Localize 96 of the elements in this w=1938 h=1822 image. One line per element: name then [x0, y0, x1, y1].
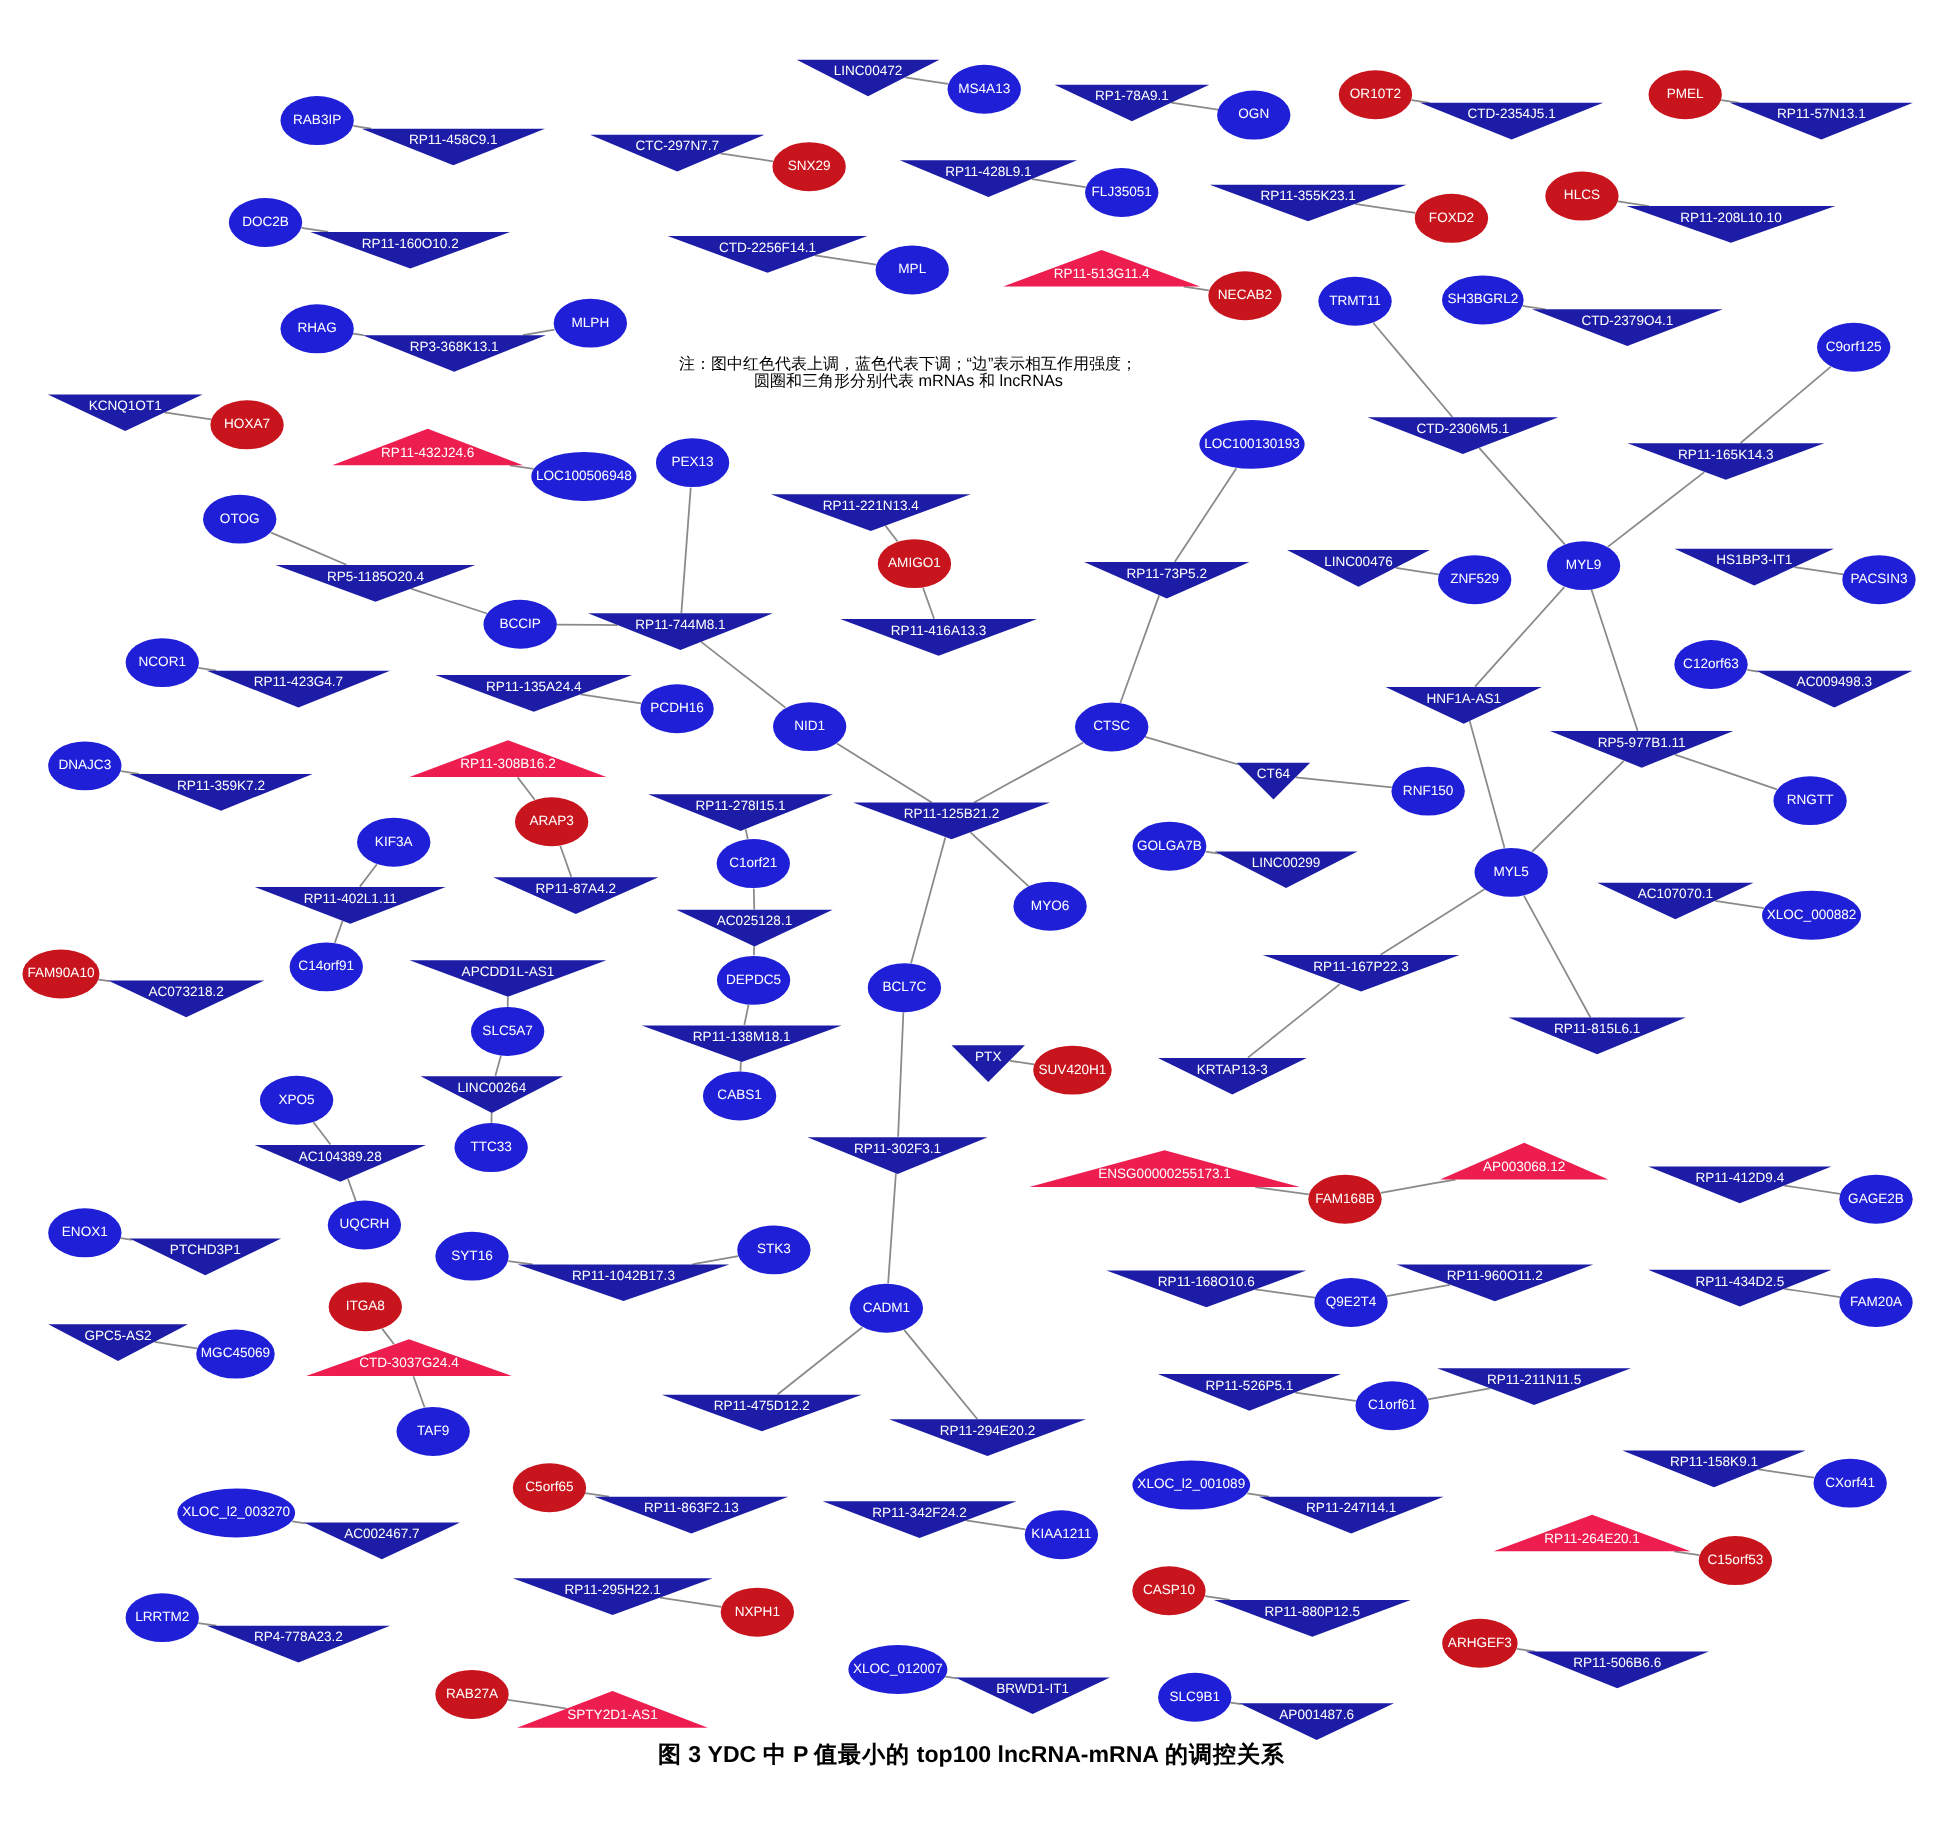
- connector: [752, 886, 756, 910]
- connector: [965, 1518, 1027, 1530]
- connector: [1294, 775, 1393, 788]
- connector: [556, 622, 619, 625]
- connector: [973, 740, 1085, 803]
- connector: [197, 666, 218, 671]
- connector: [1739, 364, 1832, 443]
- connector: [1757, 1467, 1815, 1478]
- connector: [153, 1340, 198, 1349]
- connector: [680, 485, 692, 614]
- connector: [381, 1326, 395, 1345]
- connector: [719, 151, 774, 162]
- connector: [506, 994, 509, 1007]
- connector: [1426, 1386, 1491, 1400]
- connector: [197, 1621, 218, 1626]
- connector: [1474, 585, 1566, 687]
- connector: [352, 331, 365, 335]
- connector: [522, 327, 556, 335]
- connector: [1385, 1282, 1451, 1296]
- connector: [910, 835, 947, 964]
- connector: [1379, 887, 1486, 955]
- connector: [1173, 466, 1238, 562]
- connector: [312, 1120, 332, 1145]
- connector: [776, 1325, 864, 1395]
- connector: [922, 585, 935, 619]
- connector: [120, 769, 140, 774]
- connector: [884, 524, 899, 542]
- connector: [120, 1236, 134, 1240]
- connector: [1254, 1185, 1310, 1195]
- connector: [1254, 1287, 1316, 1298]
- connector: [1590, 587, 1639, 731]
- connector: [1793, 565, 1844, 575]
- connector: [1182, 284, 1210, 291]
- connector: [1204, 849, 1220, 854]
- connector: [516, 775, 536, 800]
- connector: [969, 830, 1030, 886]
- connector: [1674, 752, 1778, 790]
- connector: [1531, 759, 1625, 852]
- connector: [409, 586, 488, 614]
- connector: [1468, 719, 1506, 848]
- connector: [579, 692, 642, 704]
- connector: [744, 827, 749, 839]
- connector: [300, 226, 330, 232]
- connector: [1031, 177, 1087, 187]
- connector: [1410, 98, 1431, 103]
- connector: [659, 1595, 723, 1607]
- connector: [559, 843, 573, 877]
- connector: [944, 1674, 958, 1679]
- connector: [584, 1491, 610, 1497]
- connector: [1144, 735, 1240, 765]
- connector: [359, 862, 378, 887]
- connector: [1606, 470, 1706, 547]
- connector: [1783, 1286, 1841, 1297]
- connector: [1379, 1177, 1457, 1193]
- connector: [506, 1697, 568, 1709]
- connector: [1009, 1058, 1036, 1065]
- connector: [1372, 321, 1454, 417]
- connector: [753, 944, 755, 956]
- connector: [412, 1374, 426, 1408]
- connector: [1354, 202, 1417, 213]
- connector: [1783, 1183, 1841, 1194]
- connector: [163, 410, 213, 420]
- connector: [700, 639, 787, 708]
- connector: [1521, 304, 1547, 310]
- connector: [743, 1002, 750, 1025]
- connector: [347, 1176, 357, 1202]
- connector: [1170, 100, 1219, 110]
- connector: [1395, 566, 1440, 575]
- connector: [1523, 893, 1592, 1018]
- connector: [1673, 1549, 1701, 1556]
- connector: [897, 1010, 905, 1137]
- connector: [507, 1259, 534, 1265]
- connector: [97, 977, 111, 982]
- connector: [1246, 1491, 1270, 1497]
- connector: [887, 1171, 897, 1284]
- caption: 图 3 YDC 中 P 值最小的 top100 lncRNA-mRNA 的调控关系: [657, 1743, 1285, 1768]
- connector: [1720, 98, 1741, 103]
- connector: [291, 1519, 307, 1524]
- connector: [1714, 898, 1765, 908]
- connector: [836, 741, 933, 803]
- connector: [270, 530, 348, 565]
- connector: [903, 1328, 979, 1420]
- connector: [1478, 446, 1566, 545]
- connector: [1247, 982, 1341, 1058]
- connector: [494, 1053, 502, 1076]
- connector: [1746, 668, 1759, 672]
- connector: [1294, 1390, 1357, 1401]
- connector: [691, 1254, 740, 1265]
- connector: [1516, 1646, 1537, 1652]
- connector: [1119, 593, 1160, 703]
- connector: [333, 919, 344, 943]
- connector: [509, 463, 535, 469]
- connector: [1204, 1594, 1232, 1600]
- connector: [352, 124, 373, 129]
- connector: [814, 253, 878, 265]
- connector: [904, 75, 949, 84]
